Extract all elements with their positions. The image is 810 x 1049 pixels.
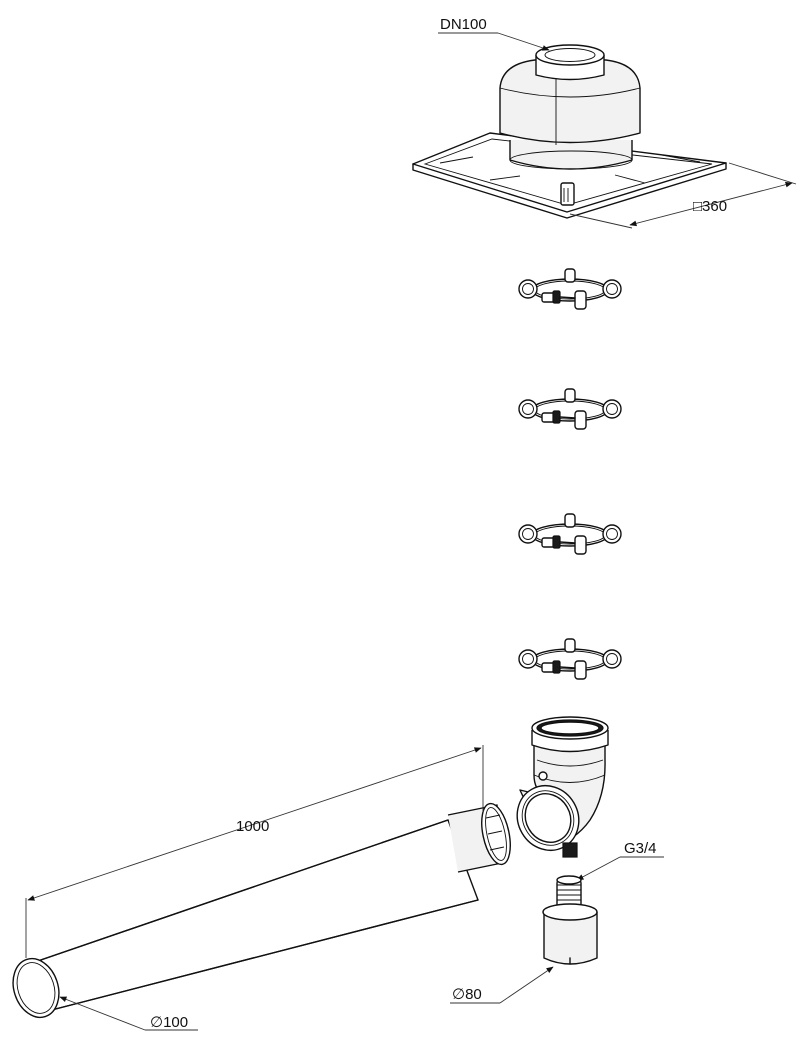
condensate-trap: [542, 875, 598, 965]
elbow-fitting: [516, 716, 609, 858]
roof-terminal: [412, 44, 727, 219]
length-1000-dimension: 1000: [25, 745, 484, 958]
pipe-clamp-2: [518, 388, 622, 430]
d100-callout: ∅100: [59, 996, 198, 1031]
square-360-label: □360: [693, 198, 727, 215]
pipe-clamp-4: [518, 638, 622, 680]
d100-label: ∅100: [150, 1014, 188, 1031]
d80-callout: ∅80: [450, 966, 554, 1004]
dn100-label: DN100: [440, 16, 487, 33]
d80-label: ∅80: [452, 986, 482, 1003]
pipe-clamps: [518, 268, 622, 680]
g34-label: G3/4: [624, 840, 657, 857]
pipe-clamp-1: [518, 268, 622, 310]
g34-callout: G3/4: [576, 840, 664, 881]
length-1000-label: 1000: [236, 818, 269, 835]
pipe-clamp-3: [518, 513, 622, 555]
dn100-callout: DN100: [438, 16, 550, 51]
square-360-dimension: □360: [569, 162, 797, 229]
